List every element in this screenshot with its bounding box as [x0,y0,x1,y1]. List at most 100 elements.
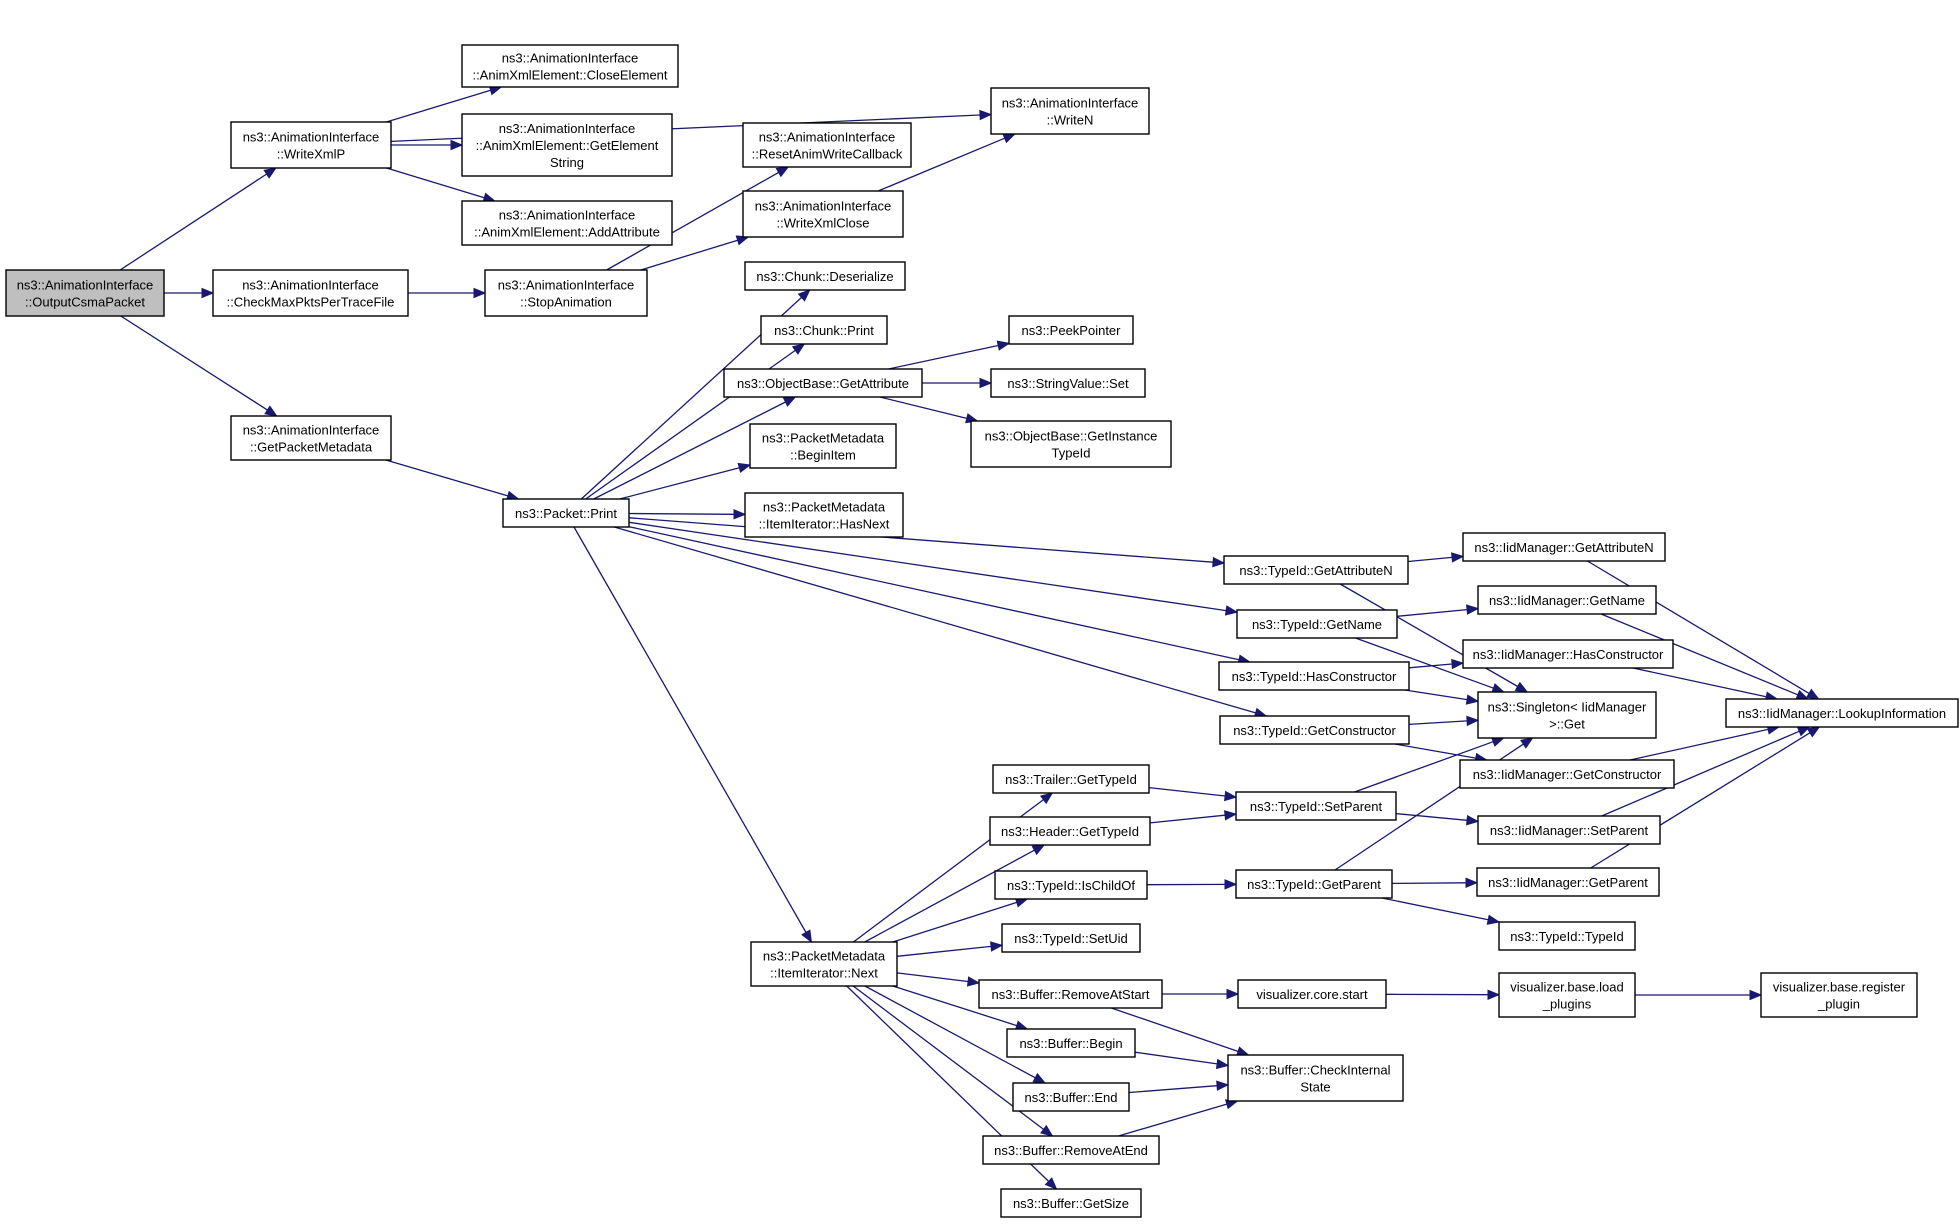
node-label-line: ns3::IidManager::GetConstructor [1473,767,1662,782]
node-typeid_setuid[interactable]: ns3::TypeId::SetUid [1001,923,1141,953]
edge-iid_getname-to-iid_lookup [1600,613,1799,696]
node-typeid_getparent[interactable]: ns3::TypeId::GetParent [1235,869,1393,899]
node-item_next[interactable]: ns3::PacketMetadata::ItemIterator::Next [750,941,898,987]
node-box [1237,979,1387,1009]
node-vis_load_plugins[interactable]: visualizer.base.load_plugins [1498,972,1636,1018]
edge-arrowhead [979,109,993,121]
edge-typeid_getconstructor-to-iid_getconstructor [1394,743,1476,759]
node-iid_getparent[interactable]: ns3::IidManager::GetParent [1476,867,1660,897]
node-box [1223,555,1409,585]
edge-buffer_removeatstart-to-buffer_checkinternal [1111,1007,1239,1053]
node-buffer_getsize[interactable]: ns3::Buffer::GetSize [1000,1188,1142,1218]
edge-arrowhead [1031,844,1046,856]
edge-arrowhead [1215,1058,1230,1070]
edge-arrowhead [450,139,464,151]
node-label-line: ::StopAnimation [520,295,612,310]
node-get_packet_metadata[interactable]: ns3::AnimationInterface::GetPacketMetada… [230,415,392,461]
node-begin_item[interactable]: ns3::PacketMetadata::BeginItem [749,423,897,469]
node-typeid_ischildof[interactable]: ns3::TypeId::IsChildOf [994,870,1148,900]
node-chunk_deserialize[interactable]: ns3::Chunk::Deserialize [744,261,906,291]
node-typeid_typeid[interactable]: ns3::TypeId::TypeId [1498,921,1636,951]
edge-packet_print-to-typeid_getname [628,521,1227,612]
edge-arrowhead [1224,810,1238,821]
node-packet_print[interactable]: ns3::Packet::Print [502,498,630,528]
node-stop_animation[interactable]: ns3::AnimationInterface::StopAnimation [484,269,648,317]
node-label-line: ns3::Header::GetTypeId [1001,824,1139,839]
node-box [230,121,392,169]
edge-arrowhead [797,289,811,302]
node-trailer_gettypeid[interactable]: ns3::Trailer::GetTypeId [992,764,1150,794]
node-label-line: ns3::TypeId::SetParent [1250,799,1383,814]
node-label-line: ns3::AnimationInterface [759,130,896,145]
node-typeid_setparent[interactable]: ns3::TypeId::SetParent [1235,791,1397,821]
node-label-line: ns3::AnimationInterface [17,278,154,293]
node-typeid_getname[interactable]: ns3::TypeId::GetName [1236,609,1398,639]
node-chunk_print[interactable]: ns3::Chunk::Print [760,315,888,345]
node-iid_getname[interactable]: ns3::IidManager::GetName [1477,585,1657,615]
edge-arrowhead [1224,605,1239,616]
node-add_attribute[interactable]: ns3::AnimationInterface::AnimXmlElement:… [461,200,673,246]
node-output_csma[interactable]: ns3::AnimationInterface::OutputCsmaPacke… [5,269,165,317]
edge-arrowhead [1212,556,1226,568]
node-label-line: ns3::AnimationInterface [502,51,639,66]
node-box [1498,972,1636,1018]
node-close_element[interactable]: ns3::AnimationInterface::AnimXmlElement:… [461,44,679,88]
node-buffer_begin[interactable]: ns3::Buffer::Begin [1006,1028,1136,1058]
node-header_gettypeid[interactable]: ns3::Header::GetTypeId [989,816,1151,846]
node-typeid_hasconstructor[interactable]: ns3::TypeId::HasConstructor [1218,661,1410,691]
edge-iid_getconstructor-to-iid_lookup [1629,728,1769,761]
node-label-line: ns3::Buffer::RemoveAtEnd [994,1143,1148,1158]
node-box [749,423,897,469]
node-reset_anim[interactable]: ns3::AnimationInterface::ResetAnimWriteC… [742,122,912,168]
node-label-line: ns3::PacketMetadata [763,949,886,964]
node-label-line: ::AnimXmlElement::AddAttribute [474,225,660,240]
node-write_xmlp[interactable]: ns3::AnimationInterface::WriteXmlP [230,121,392,169]
node-typeid_getconstructor[interactable]: ns3::TypeId::GetConstructor [1219,715,1410,745]
node-write_n[interactable]: ns3::AnimationInterface::WriteN [990,87,1150,135]
node-write_xml_close[interactable]: ns3::AnimationInterface::WriteXmlClose [742,190,904,238]
edge-output_csma-to-get_packet_metadata [120,315,268,411]
edge-arrowhead [1749,989,1763,1001]
node-check_max[interactable]: ns3::AnimationInterface::CheckMaxPktsPer… [212,269,409,317]
node-label-line: ::OutputCsmaPacket [25,295,145,310]
edge-iid_hasconstructor-to-iid_lookup [1632,667,1767,698]
node-objectbase_getattribute[interactable]: ns3::ObjectBase::GetAttribute [723,368,923,398]
node-label-line: visualizer.base.register [1773,980,1906,995]
edge-typeid_hasconstructor-to-iid_hasconstructor [1408,663,1453,669]
edge-arrowhead [263,167,278,179]
node-vis_register_plugin[interactable]: visualizer.base.register _plugin [1760,972,1918,1018]
node-vis_core_start[interactable]: visualizer.core.start [1237,979,1387,1009]
edge-arrowhead [1002,133,1017,144]
node-buffer_end[interactable]: ns3::Buffer::End [1012,1082,1130,1112]
edge-arrowhead [1520,737,1534,749]
node-item_has_next[interactable]: ns3::PacketMetadata::ItemIterator::HasNe… [744,492,904,538]
node-label-line: _plugin [1817,997,1860,1012]
node-iid_lookup[interactable]: ns3::IidManager::LookupInformation [1725,698,1959,728]
node-box [1462,532,1666,562]
node-box [742,122,912,168]
edge-arrowhead [782,396,797,407]
node-stringvalue_set[interactable]: ns3::StringValue::Set [990,368,1146,398]
edge-arrowhead [979,377,993,389]
node-label-line: ns3::AnimationInterface [243,423,380,438]
node-iid_getconstructor[interactable]: ns3::IidManager::GetConstructor [1459,759,1675,789]
node-label-line: State [1300,1080,1330,1095]
node-iid_getattributen[interactable]: ns3::IidManager::GetAttributeN [1462,532,1666,562]
edge-item_next-to-buffer_removeatstart [896,972,969,983]
node-box [970,420,1172,468]
node-buffer_removeatstart[interactable]: ns3::Buffer::RemoveAtStart [978,979,1163,1009]
node-box [760,315,888,345]
node-buffer_removeatend[interactable]: ns3::Buffer::RemoveAtEnd [982,1135,1160,1165]
edge-arrowhead [1224,790,1238,802]
node-get_element_string[interactable]: ns3::AnimationInterface::AnimXmlElement:… [461,113,673,177]
node-iid_hasconstructor[interactable]: ns3::IidManager::HasConstructor [1462,639,1674,669]
edge-arrowhead [1491,683,1506,694]
node-iid_setparent[interactable]: ns3::IidManager::SetParent [1477,815,1661,845]
node-typeid_getattributen[interactable]: ns3::TypeId::GetAttributeN [1223,555,1409,585]
node-singleton_get[interactable]: ns3::Singleton< IidManager>::Get [1477,691,1657,739]
node-box [982,1135,1160,1165]
node-peek_pointer[interactable]: ns3::PeekPointer [1008,315,1134,345]
node-box [994,870,1148,900]
